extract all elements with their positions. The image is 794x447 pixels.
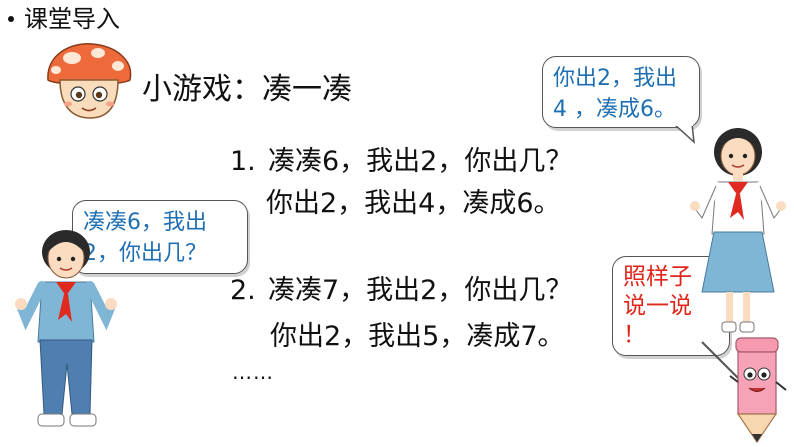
boy-illustration-icon [15, 230, 117, 427]
girl-illustration-icon [690, 128, 786, 333]
mushroom-mascot-icon [47, 43, 132, 119]
game-title: 小游戏：凑一凑 [142, 72, 352, 107]
answer-2: 你出2，我出5，凑成7。 [270, 321, 565, 352]
girl-speech-bubble: 你出2，我出 4 ，凑成6。 [542, 56, 700, 128]
pencil-mascot-icon [701, 337, 787, 444]
answer-1: 你出2，我出4，凑成6。 [266, 188, 561, 219]
section-title-text: 课堂导入 [24, 5, 120, 33]
question-2: 2. 凑凑7，我出2，你出几？ [230, 273, 572, 309]
bubble-line: 你出2，我出 [553, 66, 677, 91]
bullet-icon [8, 15, 14, 22]
bubble-tail-icon [672, 124, 695, 144]
question-number: 2. [230, 275, 256, 306]
bubble-line: ！ [623, 322, 646, 348]
section-title: 课堂导入 [8, 2, 120, 36]
bubble-line: 2，你出几？ [83, 241, 207, 266]
question-1: 1. 凑凑6，我出2，你出几？ [230, 144, 572, 180]
bubble-line: 4 ，凑成6。 [553, 97, 676, 122]
question-text: 凑凑7，我出2，你出几？ [268, 275, 573, 306]
bubble-line: 说一说 [623, 293, 692, 319]
question-text: 凑凑6，我出2，你出几？ [268, 146, 573, 177]
bubble-line: 凑凑6，我出 [83, 210, 207, 235]
pencil-speech-bubble: 照样子 说一说 ！ [612, 256, 730, 356]
bubble-line: 照样子 [623, 264, 692, 290]
question-number: 1. [230, 146, 256, 177]
ellipsis: …… [232, 360, 274, 384]
